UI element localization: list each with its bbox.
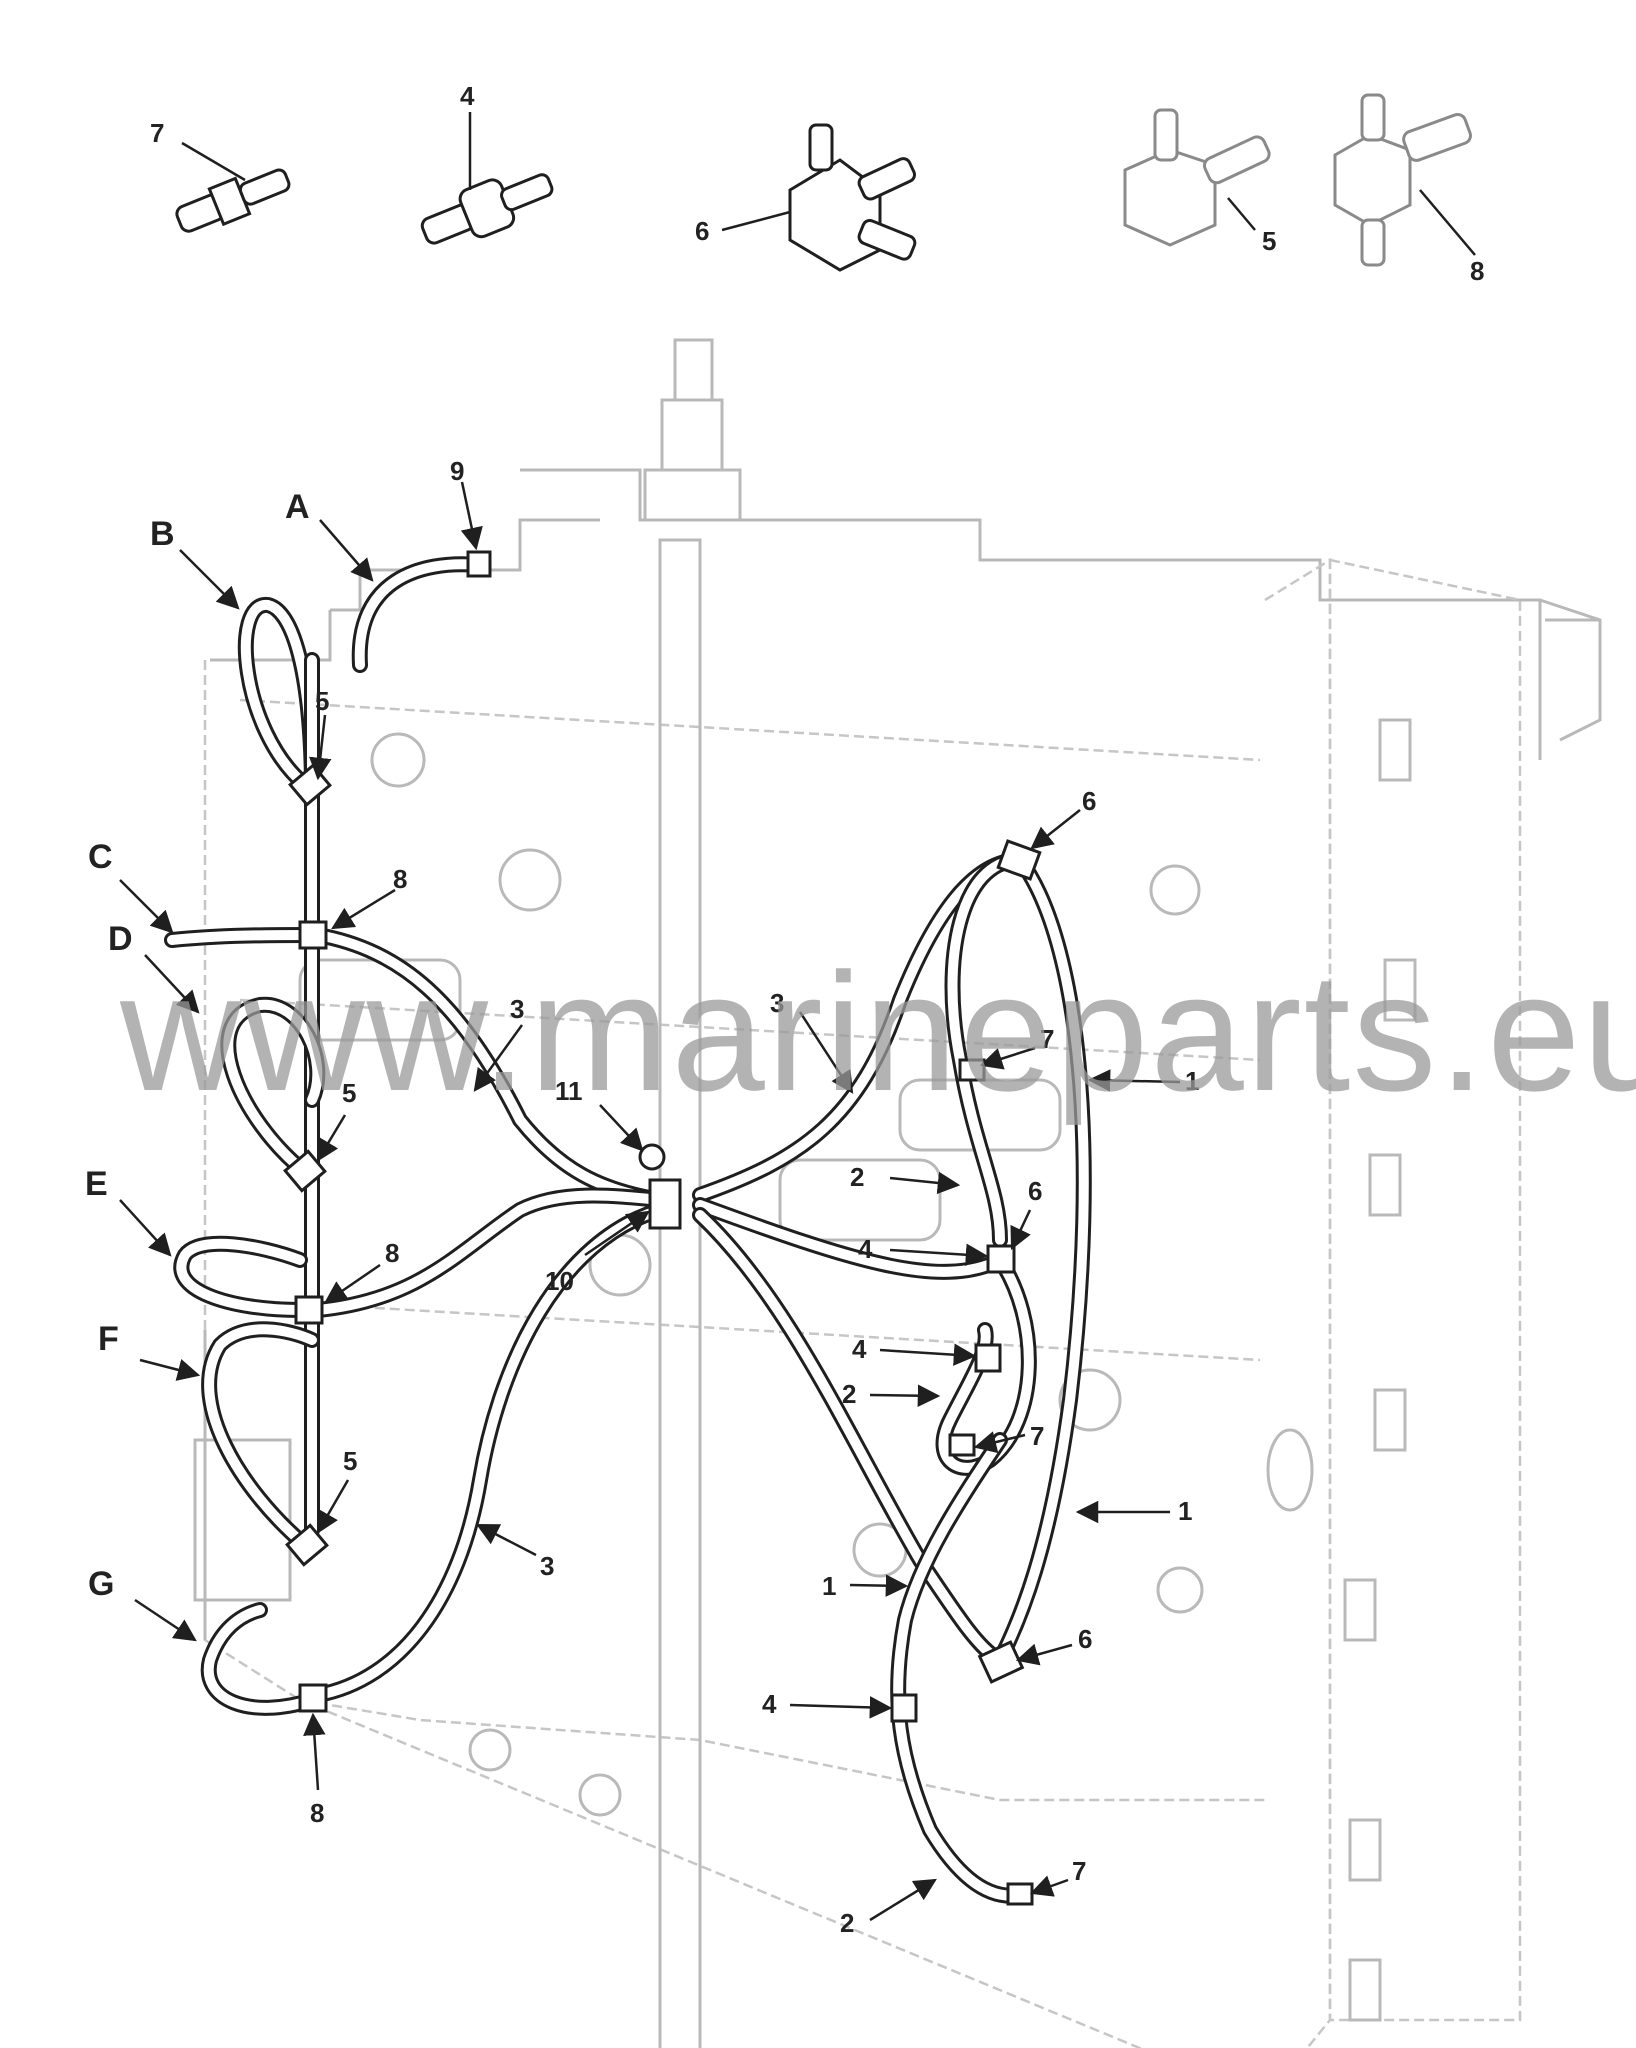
- clamp-11: [638, 1143, 666, 1171]
- callout-8-bottom: 8: [310, 1798, 324, 1828]
- hose-label-A: A: [285, 488, 310, 526]
- callout-6-right-mid: 6: [1028, 1176, 1042, 1206]
- hose-A: [351, 556, 486, 673]
- callout-8-top: 8: [393, 864, 407, 894]
- part-label-4: 4: [460, 81, 475, 111]
- part-label-5: 5: [1262, 226, 1276, 256]
- fitting-7-right-top: [958, 1058, 986, 1082]
- engine-block-outline: [193, 338, 1602, 2048]
- fitting-8-mid: [294, 1295, 324, 1325]
- tee-block-8: [1333, 93, 1472, 267]
- tee-fitting-6: [788, 123, 917, 272]
- elbow-fitting-5: [1123, 108, 1271, 247]
- callout-7-right-mid: 7: [1030, 1421, 1044, 1451]
- clamp-10: [648, 1178, 682, 1230]
- callout-2-right-top: 2: [850, 1162, 864, 1192]
- fitting-6-right-top: [996, 839, 1042, 881]
- part-label-7: 7: [150, 118, 164, 148]
- callout-7-right-top: 7: [1040, 1024, 1054, 1054]
- hose-network: [164, 556, 1092, 1904]
- straight-connector-7: [175, 168, 291, 233]
- hose-label-B: B: [150, 515, 175, 553]
- fitting-8-top: [298, 920, 328, 950]
- callout-3-low: 3: [540, 1551, 554, 1581]
- leader-lines: [119, 112, 1476, 1922]
- callout-9: 9: [450, 456, 464, 486]
- callout-6-right-top: 6: [1082, 786, 1096, 816]
- callout-7-right-bottom: 7: [1072, 1856, 1086, 1886]
- callout-4-right-mid: 4: [858, 1234, 873, 1264]
- callout-5-top: 5: [315, 686, 329, 716]
- part-labels: 7 4 6 5 8: [150, 81, 1484, 286]
- callout-8-mid: 8: [385, 1238, 399, 1268]
- hose-letter-labels: A B C D E F G: [85, 488, 310, 1603]
- part-label-8: 8: [1470, 256, 1484, 286]
- fitting-5-low: [285, 1523, 329, 1567]
- fitting-8-bottom: [298, 1683, 328, 1713]
- callout-2-right-mid: 2: [842, 1379, 856, 1409]
- hose-label-G: G: [88, 1565, 114, 1603]
- clamp-9: [466, 550, 492, 578]
- hose-label-C: C: [88, 838, 113, 876]
- callout-labels: 5 8 5 8 5 8 9 11 10 3 3 3 6 7 1 2 6 4 4 …: [310, 456, 1199, 1938]
- callout-5-mid: 5: [342, 1078, 356, 1108]
- fitting-7-right-mid: [948, 1433, 976, 1457]
- callout-3-left: 3: [510, 994, 524, 1024]
- fitting-6-right-mid: [986, 1244, 1016, 1274]
- callout-2-right-bottom: 2: [840, 1908, 854, 1938]
- fitting-5-mid: [283, 1149, 327, 1193]
- engine-fittings: [283, 550, 1042, 1906]
- callout-4-right-low: 4: [852, 1334, 867, 1364]
- callout-10: 10: [545, 1266, 574, 1296]
- fitting-7-right-bottom: [1006, 1882, 1034, 1906]
- watermark-text: www.marineparts.eu: [119, 938, 1636, 1126]
- callout-5-low: 5: [343, 1446, 357, 1476]
- hose-label-D: D: [108, 920, 133, 958]
- callout-4-right-bottom: 4: [762, 1689, 777, 1719]
- parts-row: [175, 93, 1472, 272]
- callout-1-right-top: 1: [1185, 1066, 1199, 1096]
- callout-11: 11: [555, 1076, 583, 1106]
- callout-3-mid: 3: [770, 988, 784, 1018]
- check-valve-4: [420, 173, 554, 245]
- part-label-6: 6: [695, 216, 709, 246]
- hose-label-E: E: [85, 1165, 108, 1203]
- callout-1-right-mid: 1: [1178, 1496, 1192, 1526]
- hose-label-F: F: [98, 1320, 119, 1358]
- fitting-4-right-low: [974, 1343, 1002, 1373]
- callout-1-right-low: 1: [822, 1571, 836, 1601]
- fitting-4-right-bottom: [890, 1693, 918, 1723]
- callout-6-right-low: 6: [1078, 1624, 1092, 1654]
